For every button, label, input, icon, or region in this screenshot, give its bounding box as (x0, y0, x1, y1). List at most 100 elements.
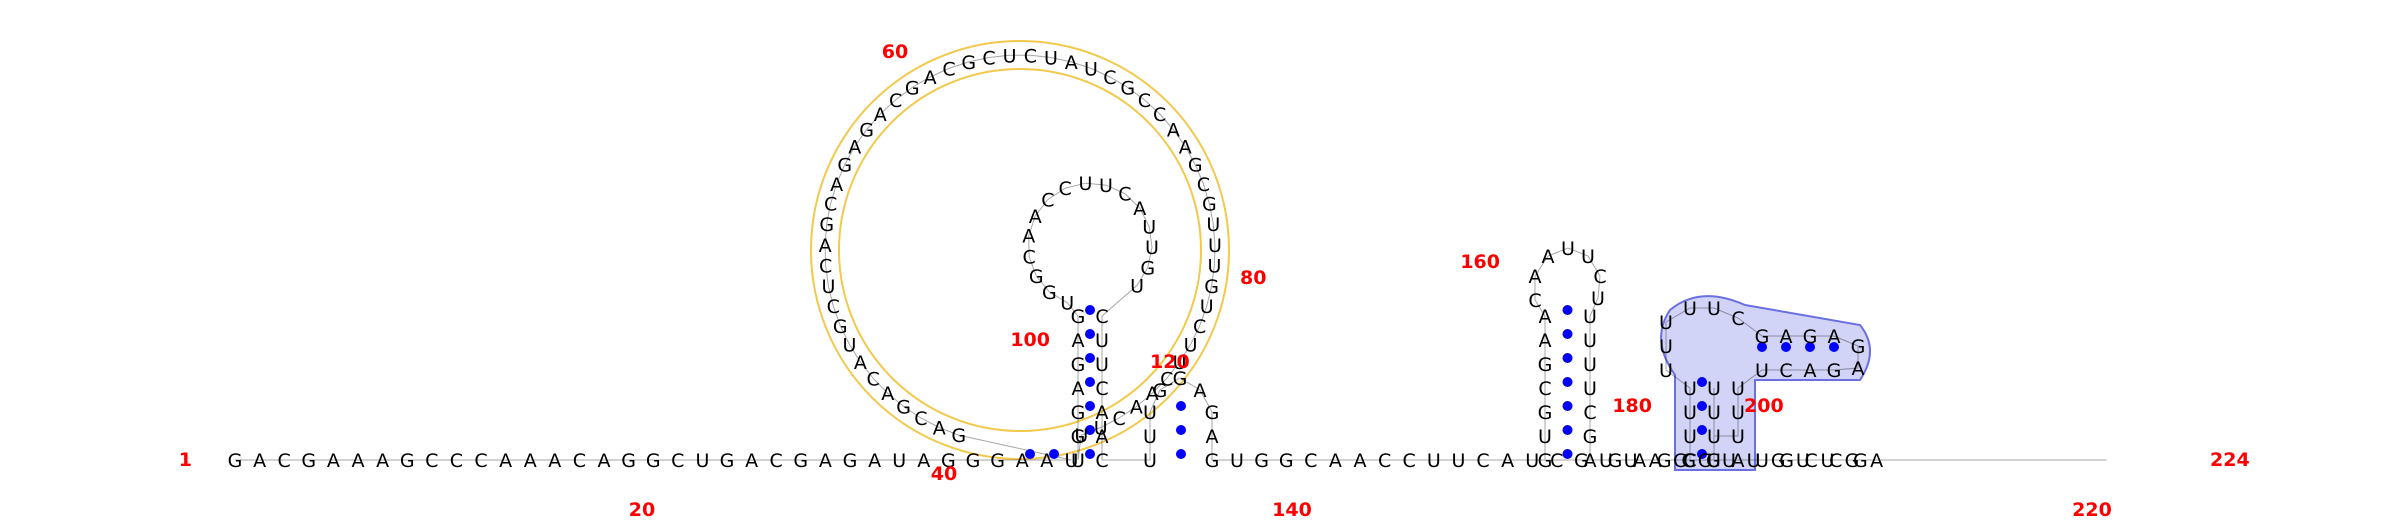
nucleotide: A (1029, 206, 1042, 228)
nucleotide: A (598, 450, 611, 472)
nucleotide: G (941, 450, 956, 472)
nucleotide: U (1747, 450, 1761, 472)
nucleotide: C (425, 450, 438, 472)
nucleotide: U (1074, 425, 1088, 447)
nucleotide: C (1593, 266, 1606, 288)
nucleotide: U (1525, 450, 1539, 472)
backbone-layer (235, 54, 2107, 461)
nucleotide: C (1779, 360, 1792, 382)
base-pair-dot (1049, 449, 1059, 459)
nucleotide: G (1071, 426, 1086, 448)
base-pair-dot (1085, 377, 1095, 387)
base-pair-dot (1697, 449, 1707, 459)
nucleotide: U (1173, 352, 1187, 374)
nucleotide: A (1329, 450, 1342, 472)
nucleotide: G (961, 52, 976, 74)
nucleotide: G (859, 120, 874, 142)
nucleotide: U (1094, 418, 1108, 440)
nucleotide: G (1779, 450, 1794, 472)
nucleotide: C (827, 296, 840, 318)
nucleotide: G (720, 450, 735, 472)
nucleotide: U (1731, 402, 1745, 424)
nucleotide: G (1204, 276, 1219, 298)
nucleotide: C (914, 408, 927, 430)
nucleotide: U (1583, 306, 1597, 328)
nucleotide: A (499, 450, 512, 472)
nucleotide: U (1659, 360, 1673, 382)
nucleotide: U (1207, 256, 1221, 278)
nucleotide: C (1103, 67, 1116, 89)
nucleotide: U (1583, 354, 1597, 376)
nucleotide: U (1755, 360, 1769, 382)
nucleotide: C (1528, 290, 1541, 312)
nucleotide: C (1197, 174, 1210, 196)
nucleotide: C (1059, 178, 1072, 200)
nucleotide: C (1024, 45, 1037, 67)
base-pair-dot (1562, 449, 1573, 459)
nucleotide: G (833, 316, 848, 338)
base-pair-dot (1829, 342, 1839, 352)
nucleotide: A (1539, 306, 1552, 328)
nucleotide: C (982, 48, 995, 70)
nucleotide: C (1193, 316, 1206, 338)
base-pair-dot (1562, 353, 1573, 363)
nucleotide: A (1133, 198, 1146, 220)
nucleotide: A (352, 450, 365, 472)
base-pair-dot (1085, 305, 1095, 315)
nucleotide: C (1403, 450, 1416, 472)
nucleotide: U (695, 450, 709, 472)
nucleotide: U (1538, 426, 1552, 448)
nucleotide: U (1624, 450, 1638, 472)
nucleotide: G (301, 450, 316, 472)
nucleotide: G (837, 155, 852, 177)
nucleotide: G (966, 450, 981, 472)
nucleotide: A (830, 174, 843, 196)
nucleotide: C (1160, 368, 1173, 390)
nucleotide: A (1804, 360, 1817, 382)
nucleotide: U (1451, 450, 1465, 472)
nucleotide: G (1042, 282, 1057, 304)
nucleotide: A (327, 450, 340, 472)
nucleotide: G (1279, 450, 1294, 472)
nucleotide: G (1681, 450, 1696, 472)
nucleotide: U (1084, 58, 1098, 80)
nucleotide: U (1796, 450, 1810, 472)
nucleotide: U (1820, 450, 1834, 472)
nucleotide: A (376, 450, 389, 472)
nucleotide: U (1095, 330, 1109, 352)
nucleotide: A (819, 235, 832, 257)
base-pair-dot (1085, 329, 1095, 339)
nucleotide: A (1870, 450, 1883, 472)
nucleotide: G (1827, 360, 1842, 382)
nucleotide: U (1659, 312, 1673, 334)
nucleotide: G (1845, 450, 1860, 472)
nucleotide: U (821, 276, 835, 298)
nucleotide: A (848, 137, 861, 159)
nucleotide: A (1206, 426, 1219, 448)
nucleotide: A (1096, 402, 1109, 424)
nucleotide: A (874, 104, 887, 126)
nucleotide: U (1200, 296, 1214, 318)
base-pair-layer (1025, 305, 1839, 459)
nucleotide: G (1538, 402, 1553, 424)
nucleotide: A (1016, 450, 1029, 472)
nucleotide: U (1206, 214, 1220, 236)
nucleotide: G (1853, 450, 1868, 472)
nucleotide: G (1071, 402, 1086, 424)
nucleotide: G (1188, 155, 1203, 177)
nucleotide: A (1501, 450, 1514, 472)
nucleotide: C (1378, 450, 1391, 472)
nucleotide: A (1539, 330, 1552, 352)
nucleotide: A (1529, 266, 1542, 288)
nucleotide: C (1550, 450, 1563, 472)
nucleotide: C (1829, 450, 1842, 472)
base-pair-dot (1697, 425, 1707, 435)
nucleotide: G (1029, 266, 1044, 288)
nucleotide: G (896, 397, 911, 419)
base-pair-dot (1562, 329, 1573, 339)
nucleotide: G (621, 450, 636, 472)
nucleotide: U (1130, 275, 1144, 297)
nucleotide: C (1138, 90, 1151, 112)
base-pair-dot (1025, 449, 1035, 459)
nucleotide: C (573, 450, 586, 472)
